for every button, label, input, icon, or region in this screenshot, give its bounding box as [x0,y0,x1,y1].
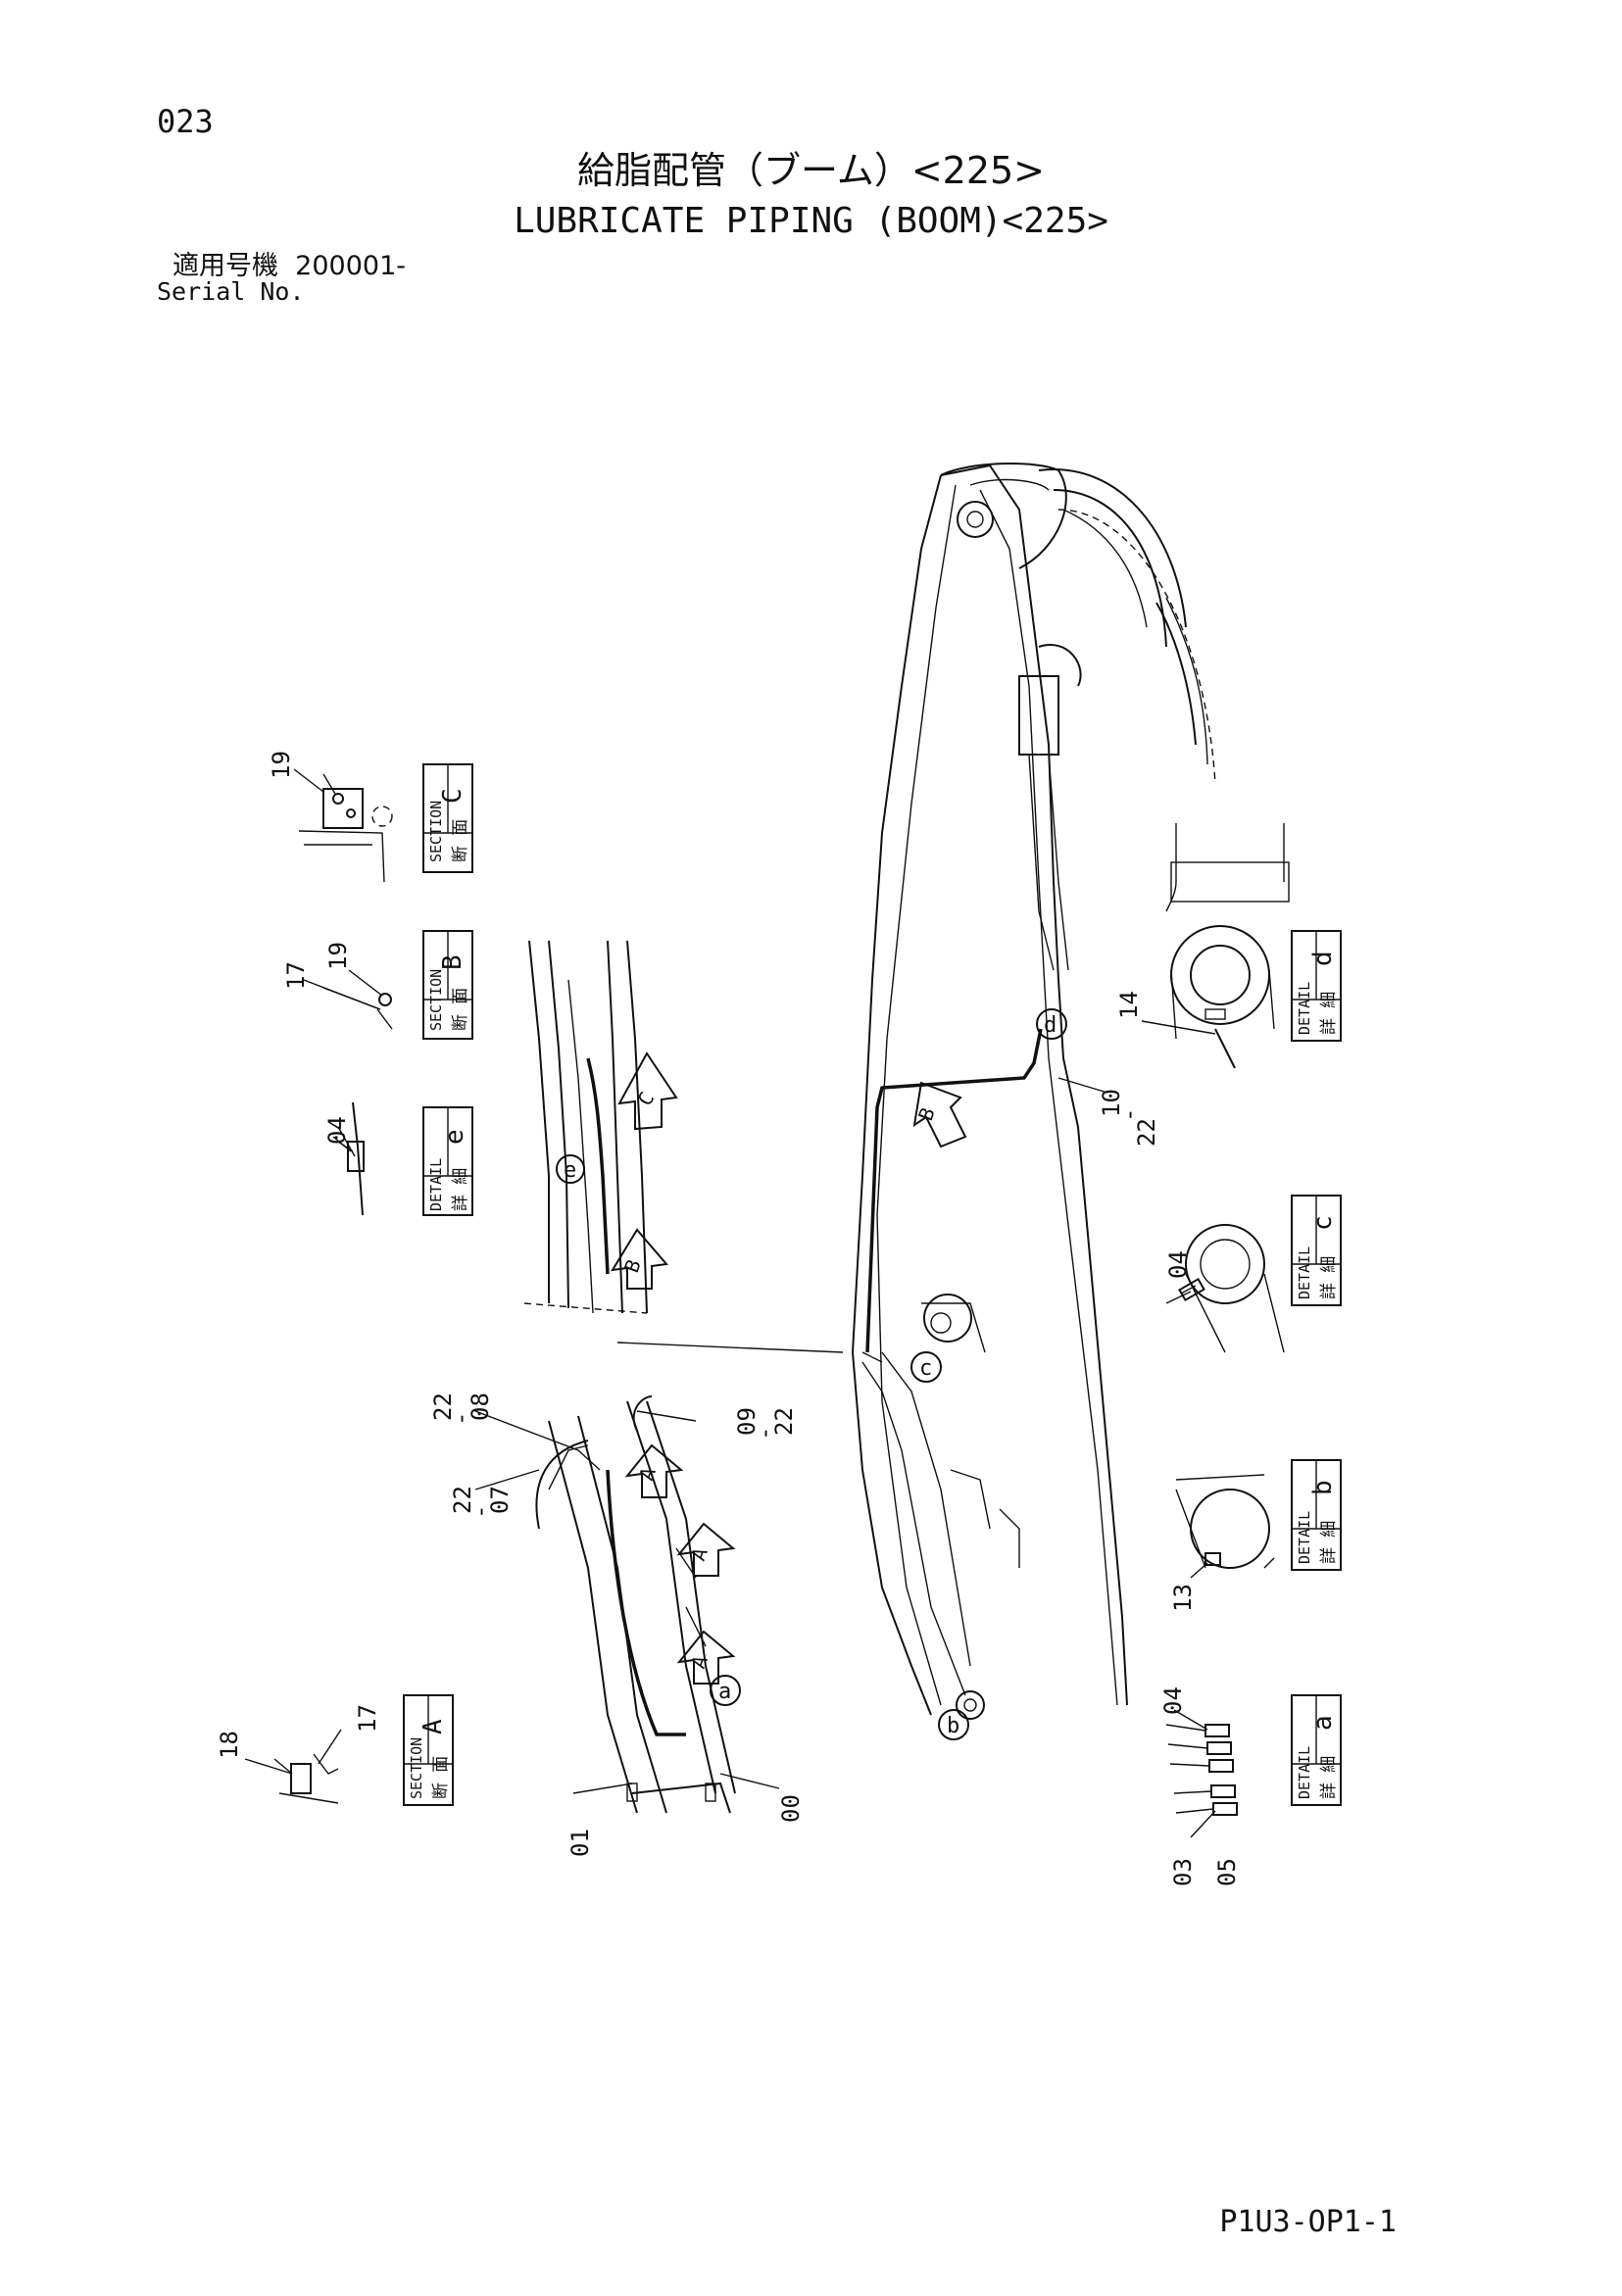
callout-numbers: 19 17 19 04 14 10 - 22 04 13 04 03 05 18… [216,751,1241,1886]
title-japanese: 給脂配管（ブーム）<225> [576,149,1046,192]
callout-00: 00 [777,1794,805,1823]
detail-a-jp: 詳 細 [1319,1756,1339,1799]
view-label-detail-a: a DETAIL 詳 細 [1291,1694,1342,1806]
callout-22-08a: 22 [429,1392,457,1421]
section-arrow-a-1: A [624,1443,684,1498]
marker-a-text: a [718,1680,731,1704]
detail-d-en: DETAIL [1296,982,1313,1035]
callout-01: 01 [566,1829,594,1857]
callout-03: 03 [1169,1858,1197,1886]
title-english: LUBRICATE PIPING (BOOM)<225> [514,201,1108,241]
callout-07: 07 [486,1486,514,1514]
page-number: 023 [157,103,214,140]
marker-e-text: e [564,1158,576,1183]
section-arrow-b-upper: B [912,1081,967,1148]
view-label-section-c: C SECTION 断 面 [422,763,473,873]
section-c-en: SECTION [427,801,445,862]
view-label-section-b: B SECTION 断 面 [422,930,473,1040]
detail-b-en: DETAIL [1296,1511,1313,1564]
boom-partial-view-upper [523,940,844,1353]
boom-partial-view-lower [535,1395,736,1814]
section-a-letter: A [418,1719,448,1734]
callout-17-b: 17 [282,961,310,990]
callout-18: 18 [216,1731,243,1759]
serial-label: 適用号機 200001- [172,253,406,279]
detail-c-en: DETAIL [1296,1246,1313,1299]
callout-dash-d: - [1115,1108,1143,1122]
section-c-jp: 断 面 [451,819,470,862]
detail-a-en: DETAIL [1296,1746,1313,1799]
view-label-detail-c: c DETAIL 詳 細 [1291,1195,1342,1306]
view-label-detail-e: e DETAIL 詳 細 [422,1106,473,1216]
callout-dash-07: - [467,1505,494,1519]
callout-22-09: 22 [770,1407,798,1436]
detail-e-jp: 詳 細 [451,1168,470,1211]
callout-19-c: 19 [268,751,295,779]
serial-label-jp: 適用号機 [172,251,278,281]
detail-b-jp: 詳 細 [1319,1521,1339,1564]
detail-a-letter: a [1308,1715,1338,1731]
detail-d-letter: d [1308,951,1338,966]
serial-label-english: Serial No. [157,277,305,306]
marker-c-text: c [919,1356,932,1381]
detail-d-jp: 詳 細 [1319,992,1339,1035]
arrow-c-text: C [633,1088,660,1109]
arrow-a2-text: A [686,1544,713,1564]
arrow-b-text: B [913,1104,940,1124]
page-code: P1U3-OP1-1 [1219,2205,1397,2239]
callout-05: 05 [1213,1858,1241,1886]
callout-22-d: 22 [1133,1118,1160,1147]
marker-d-text: d [1044,1013,1057,1038]
callout-09: 09 [733,1407,761,1436]
callout-14: 14 [1115,991,1143,1019]
detail-a-sketch [1165,1724,1238,1816]
section-a-sketch [244,1729,342,1804]
section-b-letter: B [438,954,467,970]
view-label-section-a: A SECTION 断 面 [403,1694,454,1806]
detail-c-jp: 詳 細 [1319,1256,1339,1299]
callout-08: 08 [467,1392,494,1421]
detail-marker-d: d [1036,1008,1067,1040]
callout-10: 10 [1098,1089,1125,1117]
section-b-jp: 断 面 [451,988,470,1031]
arrow-a1-text: A [634,1464,661,1484]
detail-c-letter: c [1308,1215,1338,1231]
detail-c-sketch [1165,1224,1285,1353]
callout-22-07a: 22 [449,1486,476,1514]
section-arrow-c: C [617,1051,678,1131]
section-c-sketch [298,773,393,883]
callout-04-e: 04 [323,1116,351,1145]
callout-04-c: 04 [1164,1250,1192,1279]
detail-e-en: DETAIL [427,1158,445,1211]
detail-b-letter: b [1308,1480,1338,1495]
detail-marker-b: b [938,1709,969,1740]
callout-13: 13 [1169,1584,1197,1612]
section-c-letter: C [438,788,467,804]
leader-lines [273,768,1216,1838]
section-a-jp: 断 面 [431,1756,451,1799]
detail-e-letter: e [440,1129,469,1145]
section-b-sketch [322,969,393,1030]
arrow-a3-text: A [686,1652,713,1672]
callout-dash-09: - [751,1427,778,1441]
detail-d-sketch [1165,823,1290,1069]
section-a-en: SECTION [408,1737,425,1799]
view-label-detail-d: d DETAIL 詳 細 [1291,930,1342,1042]
boom-outline [851,463,1216,1720]
callout-19-b: 19 [324,942,352,970]
callout-dash-08: - [447,1412,474,1426]
detail-b-sketch [1175,1474,1275,1569]
callout-04-a: 04 [1159,1686,1187,1715]
arrow-b2-text: B [619,1256,646,1276]
detail-marker-a: a [710,1675,741,1706]
detail-marker-c: c [910,1351,942,1383]
marker-b-text: b [947,1714,959,1738]
view-label-detail-b: b DETAIL 詳 細 [1291,1459,1342,1571]
lube-hose-main [861,1028,1043,1696]
detail-marker-e: e [556,1154,585,1184]
serial-value: 200001- [295,251,406,281]
section-b-en: SECTION [427,969,445,1031]
callout-17-a: 17 [354,1704,381,1733]
